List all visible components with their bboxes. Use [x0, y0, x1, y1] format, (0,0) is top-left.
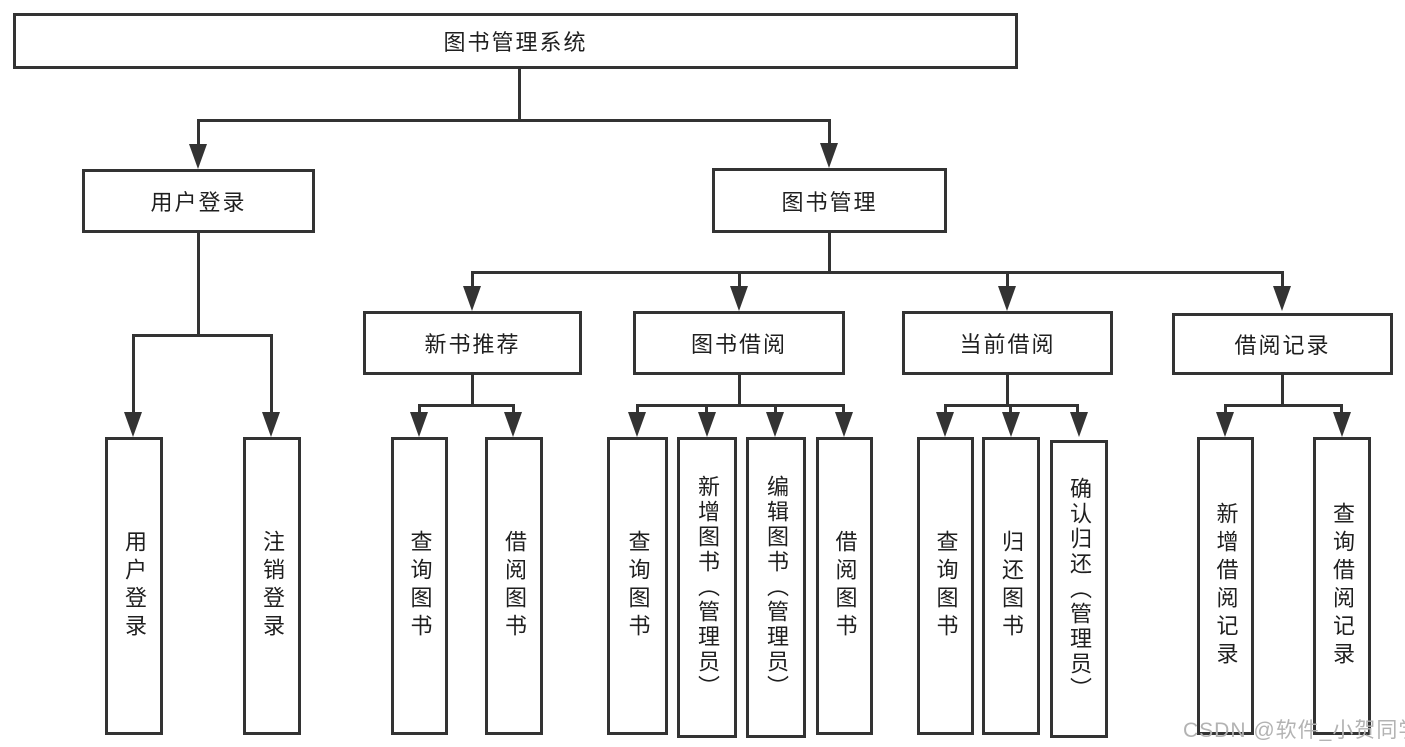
arrow-down-icon — [730, 286, 748, 311]
leaf-add-borrow-record: 新增借阅记录 — [1197, 437, 1254, 735]
tree-connector-line — [518, 68, 521, 121]
node-label: 用户登录 — [122, 530, 147, 642]
tree-connector-line — [1006, 271, 1009, 287]
node-current-borrowing: 当前借阅 — [902, 311, 1113, 375]
node-label: 当前借阅 — [959, 332, 1056, 357]
tree-connector-line — [197, 119, 200, 147]
node-label: 图书管理系统 — [443, 30, 588, 55]
node-label: 查询图书 — [625, 530, 651, 642]
node-label: 图书借阅 — [690, 332, 787, 357]
tree-connector-line — [418, 404, 421, 414]
arrow-down-icon — [1216, 412, 1234, 437]
tree-connector-line — [197, 119, 831, 122]
arrow-down-icon — [698, 412, 716, 437]
node-label: 新增借阅记录 — [1213, 502, 1239, 670]
arrow-down-icon — [998, 286, 1016, 311]
tree-connector-line — [738, 375, 741, 407]
tree-connector-line — [1281, 271, 1284, 287]
arrow-down-icon — [463, 286, 481, 311]
arrow-down-icon — [766, 412, 784, 437]
leaf-logout: 注销登录 — [243, 437, 301, 735]
arrow-down-icon — [262, 412, 280, 437]
arrow-down-icon — [835, 412, 853, 437]
leaf-borrow-books-recommend: 借阅图书 — [485, 437, 543, 735]
watermark: CSDN @软件_小贺同学 — [1183, 719, 1405, 742]
leaf-query-books-recommend: 查询图书 — [391, 437, 448, 735]
node-label: 借阅图书 — [502, 530, 527, 642]
leaf-add-book-admin: 新增图书（管理员） — [677, 437, 737, 738]
tree-connector-line — [270, 334, 273, 414]
tree-connector-line — [1340, 404, 1343, 414]
tree-connector-line — [1009, 404, 1012, 414]
leaf-return-book: 归还图书 — [982, 437, 1040, 735]
node-book-management: 图书管理 — [712, 168, 947, 233]
node-label: 借阅记录 — [1234, 333, 1331, 358]
tree-connector-line — [828, 233, 831, 274]
tree-connector-line — [944, 404, 947, 414]
node-label: 借阅图书 — [832, 530, 858, 642]
node-label: 新增图书（管理员） — [695, 475, 720, 700]
node-library-management-system: 图书管理系统 — [13, 13, 1018, 69]
leaf-edit-book-admin: 编辑图书（管理员） — [746, 437, 806, 738]
arrow-down-icon — [936, 412, 954, 437]
leaf-borrow-books-borrowing: 借阅图书 — [816, 437, 873, 735]
tree-connector-line — [774, 404, 777, 414]
leaf-user-login: 用户登录 — [105, 437, 163, 735]
node-label: 图书管理 — [781, 189, 878, 215]
arrow-down-icon — [189, 144, 207, 169]
tree-connector-line — [636, 404, 844, 407]
node-label: 确认归还（管理员） — [1067, 476, 1092, 702]
leaf-confirm-return-admin: 确认归还（管理员） — [1050, 440, 1108, 738]
leaf-query-borrow-record: 查询借阅记录 — [1313, 437, 1371, 735]
arrow-down-icon — [410, 412, 428, 437]
arrow-down-icon — [628, 412, 646, 437]
tree-connector-line — [636, 404, 639, 414]
tree-connector-line — [842, 404, 845, 414]
arrow-down-icon — [124, 412, 142, 437]
tree-connector-line — [471, 375, 474, 407]
tree-connector-line — [1076, 404, 1079, 414]
node-user-login: 用户登录 — [82, 169, 315, 233]
node-label: 用户登录 — [150, 190, 247, 215]
tree-connector-line — [738, 271, 741, 287]
arrow-down-icon — [1333, 412, 1351, 437]
node-label: 编辑图书（管理员） — [764, 475, 789, 700]
arrow-down-icon — [1273, 286, 1291, 311]
node-label: 查询图书 — [933, 530, 959, 642]
tree-connector-line — [1224, 404, 1342, 407]
leaf-query-books-current: 查询图书 — [917, 437, 974, 735]
node-label: 新书推荐 — [424, 332, 521, 357]
arrow-down-icon — [820, 143, 838, 168]
tree-connector-line — [471, 271, 1283, 274]
tree-connector-line — [132, 334, 135, 414]
node-label: 归还图书 — [999, 530, 1024, 642]
tree-connector-line — [132, 334, 273, 337]
node-book-borrowing: 图书借阅 — [633, 311, 845, 375]
node-new-book-recommendation: 新书推荐 — [363, 311, 582, 375]
tree-connector-line — [512, 404, 515, 414]
arrow-down-icon — [504, 412, 522, 437]
tree-connector-line — [828, 119, 831, 147]
node-label: 查询图书 — [407, 530, 433, 642]
tree-connector-line — [471, 271, 474, 287]
tree-connector-line — [1224, 404, 1227, 414]
tree-connector-line — [705, 404, 708, 414]
tree-connector-line — [1006, 375, 1009, 407]
node-label: 查询借阅记录 — [1330, 502, 1355, 670]
tree-connector-line — [197, 233, 200, 337]
leaf-query-books-borrowing: 查询图书 — [607, 437, 668, 735]
arrow-down-icon — [1002, 412, 1020, 437]
node-label: 注销登录 — [260, 530, 285, 642]
tree-connector-line — [418, 404, 515, 407]
arrow-down-icon — [1070, 412, 1088, 437]
node-borrowing-records: 借阅记录 — [1172, 313, 1393, 375]
tree-connector-line — [1281, 375, 1284, 407]
